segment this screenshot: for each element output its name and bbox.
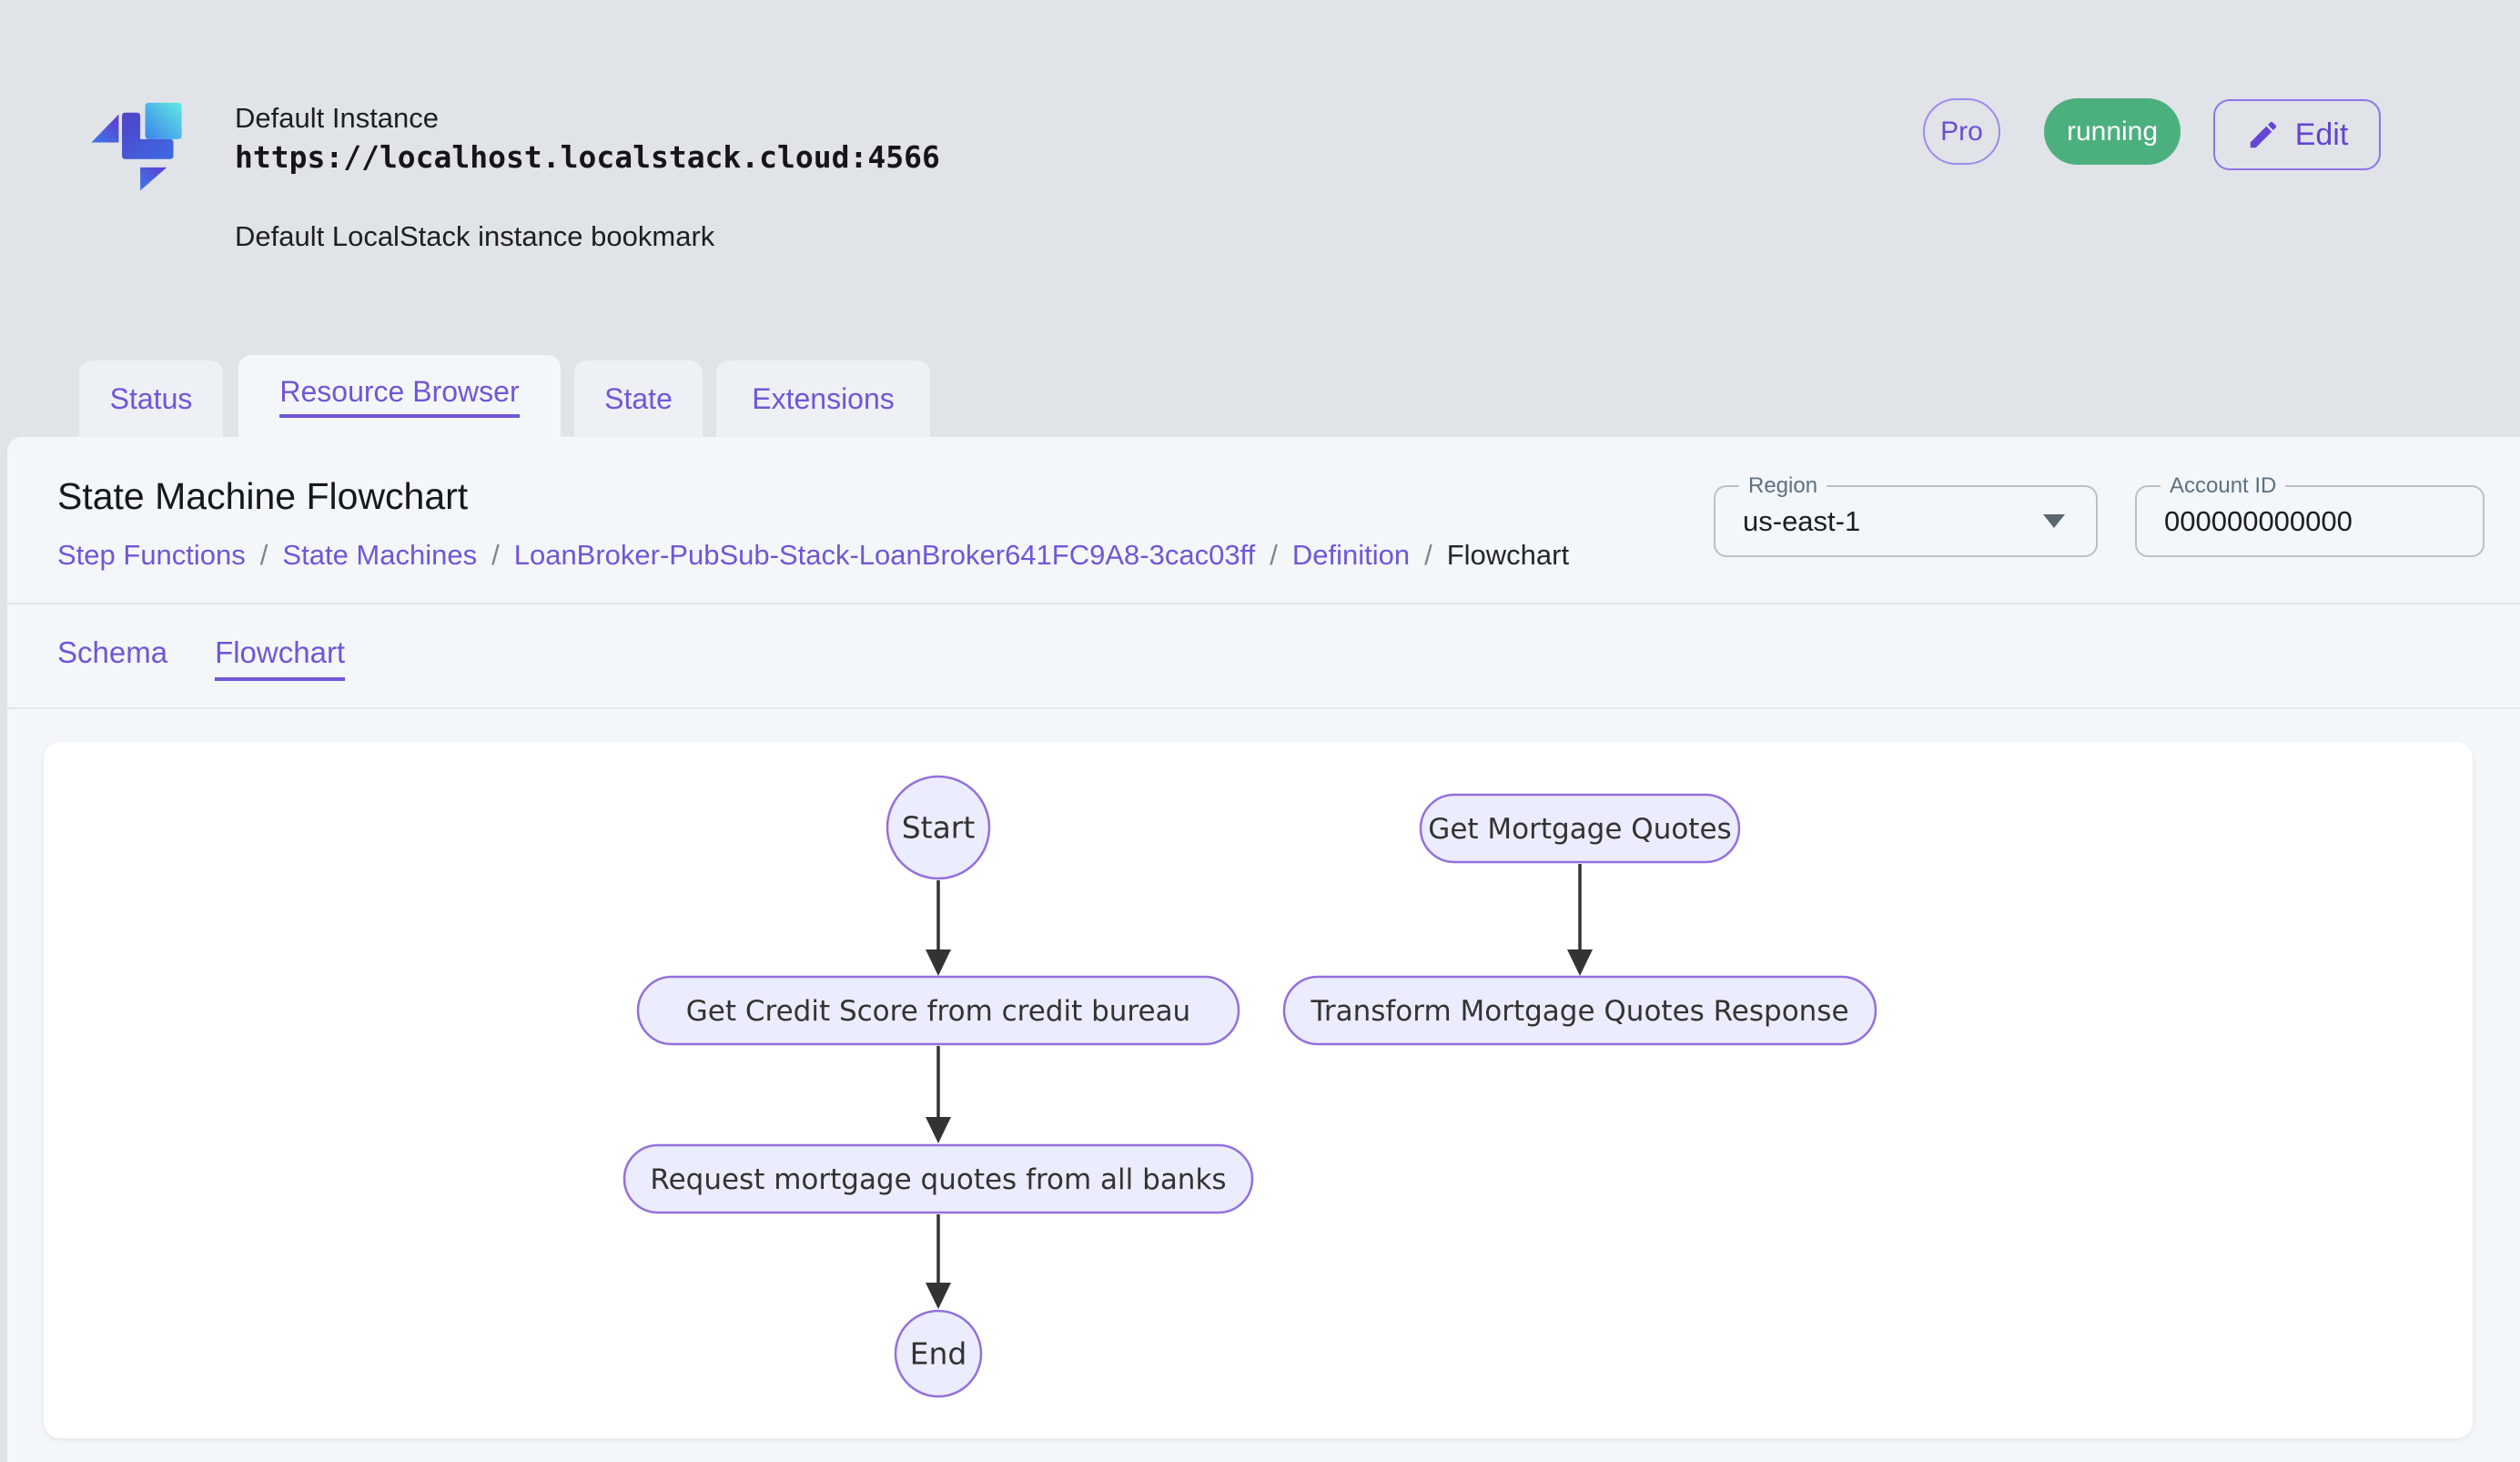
breadcrumb-separator: / <box>1424 539 1432 571</box>
tab-state[interactable]: State <box>574 360 703 437</box>
node-end-label: End <box>910 1336 967 1372</box>
instance-url: https://localhost.localstack.cloud:4566 <box>235 139 940 175</box>
node-request-quotes-label: Request mortgage quotes from all banks <box>650 1163 1226 1196</box>
account-id-input[interactable] <box>2164 487 2437 555</box>
node-get-credit-score-label: Get Credit Score from credit bureau <box>686 995 1190 1028</box>
tab-resource-browser[interactable]: Resource Browser <box>238 355 561 437</box>
breadcrumb-separator: / <box>1270 539 1278 571</box>
node-end <box>894 1309 983 1398</box>
breadcrumb-separator: / <box>491 539 500 571</box>
chevron-down-icon <box>2043 514 2065 528</box>
localstack-logo <box>91 102 182 191</box>
status-badge: running <box>2044 98 2181 165</box>
breadcrumb-state-machine-name[interactable]: LoanBroker-PubSub-Stack-LoanBroker641FC9… <box>513 539 1256 571</box>
node-start <box>886 775 991 880</box>
node-get-credit-score <box>636 975 1240 1046</box>
edit-button-label: Edit <box>2294 117 2349 152</box>
breadcrumb-step-functions[interactable]: Step Functions <box>57 539 246 571</box>
node-transform-response <box>1282 975 1877 1046</box>
page-title: State Machine Flowchart <box>57 475 469 517</box>
pencil-icon <box>2250 121 2276 148</box>
state-machine-flowchart: Start Get Credit Score from credit burea… <box>622 775 1877 1398</box>
flowchart-card: Start Get Credit Score from credit burea… <box>44 742 2473 1438</box>
flowchart-edges <box>926 864 1593 1309</box>
divider <box>7 707 2520 709</box>
tab-status[interactable]: Status <box>79 360 223 437</box>
region-select[interactable]: Region us-east-1 <box>1714 472 2098 557</box>
divider <box>7 603 2520 604</box>
breadcrumb-state-machines[interactable]: State Machines <box>282 539 478 571</box>
node-start-label: Start <box>902 810 976 846</box>
instance-header: Default Instance https://localhost.local… <box>235 100 940 178</box>
account-id-field: Account ID <box>2135 472 2485 557</box>
instance-name: Default Instance <box>235 102 440 134</box>
subtab-schema[interactable]: Schema <box>57 635 168 669</box>
node-get-mortgage-quotes-label: Get Mortgage Quotes <box>1428 813 1731 846</box>
region-label: Region <box>1739 472 1827 500</box>
tab-extensions[interactable]: Extensions <box>716 360 930 437</box>
definition-subtabs: Schema Flowchart <box>57 635 346 681</box>
node-request-quotes <box>622 1143 1254 1214</box>
edit-button[interactable]: Edit <box>2213 99 2381 170</box>
region-value: us-east-1 <box>1743 504 1861 537</box>
pro-badge[interactable]: Pro <box>1923 98 2000 165</box>
node-get-mortgage-quotes <box>1419 793 1741 864</box>
breadcrumb-definition[interactable]: Definition <box>1291 539 1411 571</box>
breadcrumb-separator: / <box>259 539 268 571</box>
breadcrumb: Step Functions / State Machines / LoanBr… <box>57 539 1569 572</box>
subtab-flowchart[interactable]: Flowchart <box>215 635 346 681</box>
breadcrumb-current: Flowchart <box>1446 539 1570 571</box>
instance-description: Default LocalStack instance bookmark <box>235 220 715 252</box>
node-transform-response-label: Transform Mortgage Quotes Response <box>1310 995 1848 1028</box>
